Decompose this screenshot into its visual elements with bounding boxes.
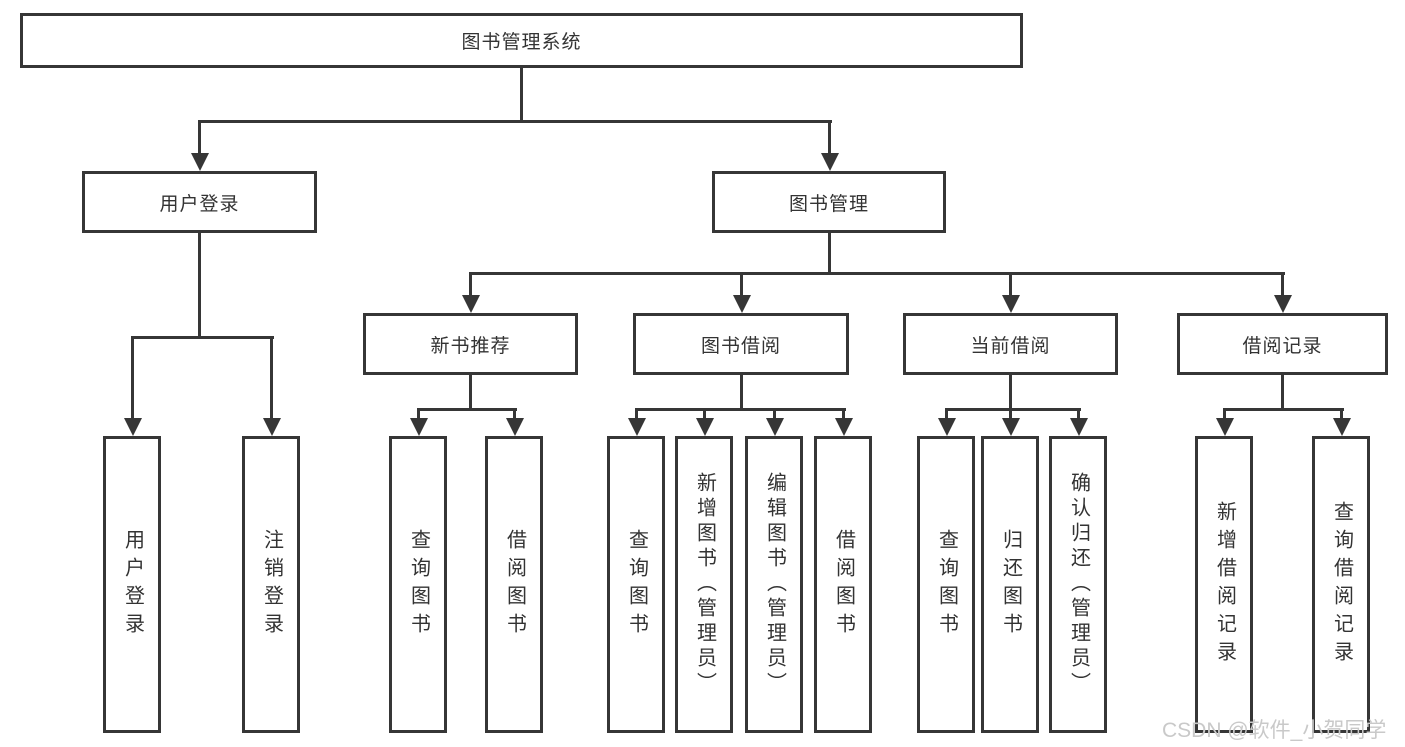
- node-label: 图书管理: [788, 193, 869, 215]
- leaf-query-books-recommend: 查询图书: [389, 436, 447, 733]
- leaf-user-login: 用户登录: [103, 436, 161, 733]
- connector-stub-book-management: [828, 120, 831, 157]
- node-borrowing-records: 借阅记录: [1177, 313, 1388, 375]
- leaf-label: 查询图书: [407, 528, 430, 641]
- connector-rail-level3: [469, 272, 1285, 275]
- node-current-borrowing: 当前借阅: [903, 313, 1118, 375]
- node-label: 当前借阅: [970, 335, 1051, 357]
- connector-stub-c2: [1009, 408, 1012, 422]
- connector-stub-rec2: [1340, 408, 1343, 422]
- connector-stub-c1: [945, 408, 948, 422]
- arrowhead-c2: [1002, 418, 1020, 436]
- node-user-login: 用户登录: [82, 171, 317, 233]
- node-label: 图书借阅: [700, 335, 781, 357]
- csdn-watermark: CSDN @软件_小贺同学: [1162, 719, 1387, 742]
- connector-stub-borrowing: [740, 272, 743, 298]
- leaf-label: 查询借阅记录: [1330, 500, 1353, 669]
- connector-stub-b3: [773, 408, 776, 422]
- leaf-label: 查询图书: [625, 528, 648, 641]
- arrowhead-b3: [766, 418, 784, 436]
- leaf-label: 借阅图书: [832, 528, 855, 641]
- leaf-label: 编辑图书（管理员）: [763, 472, 786, 697]
- node-label: 借阅记录: [1242, 335, 1323, 357]
- connector-rail-level2: [198, 120, 832, 123]
- leaf-confirm-return-admin: 确认归还（管理员）: [1049, 436, 1107, 733]
- leaf-label: 注销登录: [260, 528, 283, 641]
- arrowhead-c3: [1070, 418, 1088, 436]
- connector-rail-records: [1223, 408, 1344, 411]
- connector-rail-userlogin: [131, 336, 274, 339]
- connector-rail-borrowing: [635, 408, 846, 411]
- connector-stub-user-login: [198, 120, 201, 157]
- leaf-query-borrow-record: 查询借阅记录: [1312, 436, 1370, 733]
- leaf-label: 借阅图书: [503, 528, 526, 641]
- connector-recommend-down: [469, 375, 472, 411]
- connector-bookmgmt-down: [828, 233, 831, 275]
- arrowhead-leaf-logout: [263, 418, 281, 436]
- connector-userlogin-down: [198, 233, 201, 339]
- arrowhead-current: [1002, 295, 1020, 313]
- connector-stub-b4: [842, 408, 845, 422]
- node-book-borrowing: 图书借阅: [633, 313, 849, 375]
- leaf-label: 用户登录: [121, 528, 144, 641]
- leaf-label: 确认归还（管理员）: [1067, 472, 1090, 697]
- connector-root-stub: [520, 68, 523, 123]
- arrowhead-b2: [696, 418, 714, 436]
- connector-current-down: [1009, 375, 1012, 411]
- arrowhead-rec2: [1333, 418, 1351, 436]
- leaf-logout: 注销登录: [242, 436, 300, 733]
- arrowhead-b4: [835, 418, 853, 436]
- connector-records-down: [1281, 375, 1284, 411]
- leaf-borrow-books: 借阅图书: [814, 436, 872, 733]
- node-label: 图书管理系统: [461, 32, 582, 53]
- connector-rail-recommend: [417, 408, 517, 411]
- leaf-edit-books-admin: 编辑图书（管理员）: [745, 436, 803, 733]
- arrowhead-records: [1274, 295, 1292, 313]
- connector-stub-r2: [513, 408, 516, 422]
- connector-stub-b2: [703, 408, 706, 422]
- arrowhead-c1: [938, 418, 956, 436]
- leaf-label: 归还图书: [999, 528, 1022, 641]
- connector-stub-c3: [1077, 408, 1080, 422]
- connector-stub-r1: [417, 408, 420, 422]
- leaf-label: 新增借阅记录: [1213, 500, 1236, 669]
- arrowhead-user-login: [191, 153, 209, 171]
- leaf-add-books-admin: 新增图书（管理员）: [675, 436, 733, 733]
- connector-stub-recommend: [469, 272, 472, 298]
- node-new-book-recommendation: 新书推荐: [363, 313, 578, 375]
- connector-stub-leaf-user-login: [131, 336, 134, 422]
- connector-stub-leaf-logout: [270, 336, 273, 422]
- arrowhead-r2: [506, 418, 524, 436]
- leaf-query-books-current: 查询图书: [917, 436, 975, 733]
- leaf-query-books-borrowing: 查询图书: [607, 436, 665, 733]
- arrowhead-borrowing: [733, 295, 751, 313]
- arrowhead-r1: [410, 418, 428, 436]
- leaf-return-books: 归还图书: [981, 436, 1039, 733]
- connector-stub-records: [1281, 272, 1284, 298]
- arrowhead-book-management: [821, 153, 839, 171]
- leaf-borrow-books-recommend: 借阅图书: [485, 436, 543, 733]
- node-book-management: 图书管理: [712, 171, 946, 233]
- arrowhead-recommend: [462, 295, 480, 313]
- connector-stub-current: [1009, 272, 1012, 298]
- node-label: 新书推荐: [430, 335, 511, 357]
- arrowhead-b1: [628, 418, 646, 436]
- leaf-label: 新增图书（管理员）: [693, 472, 716, 697]
- connector-rail-current: [945, 408, 1081, 411]
- connector-stub-b1: [635, 408, 638, 422]
- arrowhead-leaf-user-login: [124, 418, 142, 436]
- connector-stub-rec1: [1223, 408, 1226, 422]
- arrowhead-rec1: [1216, 418, 1234, 436]
- node-library-system: 图书管理系统: [20, 13, 1023, 68]
- node-label: 用户登录: [159, 193, 240, 215]
- connector-borrowing-down: [740, 375, 743, 411]
- leaf-label: 查询图书: [935, 528, 958, 641]
- leaf-add-borrow-record: 新增借阅记录: [1195, 436, 1253, 733]
